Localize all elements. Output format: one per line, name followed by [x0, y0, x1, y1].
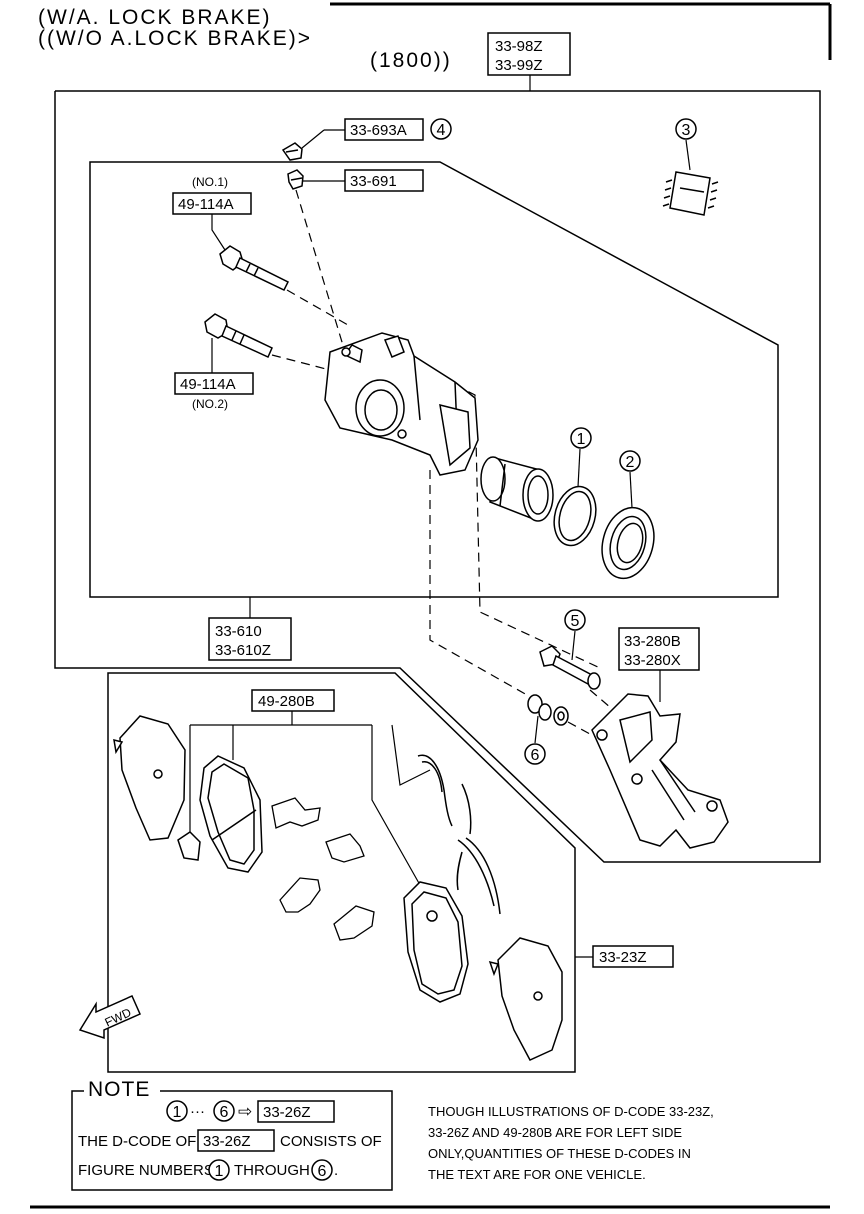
shim-clips-part — [271, 797, 375, 941]
figure-number-1[interactable]: 1 — [570, 427, 592, 449]
callout-bracket-a: 33-280B — [624, 633, 681, 650]
figure-number-5-text: 5 — [571, 613, 580, 630]
figure-number-6[interactable]: 6 — [524, 743, 546, 765]
header-line-1: (W/A. LOCK BRAKE) — [38, 6, 272, 29]
callout-bleeder-cap[interactable]: 33-693A — [344, 118, 424, 141]
callout-bracket[interactable]: 33-280B 33-280X — [618, 627, 700, 671]
figure-number-4-text: 4 — [437, 122, 446, 139]
caliper-boundary — [89, 161, 779, 598]
dust-boot-part — [601, 506, 655, 580]
assembly-boundary — [54, 90, 821, 863]
callout-bleeder-screw[interactable]: 33-691 — [344, 169, 424, 192]
clip-kit-bracket-lines — [189, 711, 431, 886]
header-line-3: (1800)) — [370, 49, 452, 72]
header-line-2: ((W/O A.LOCK BRAKE)> — [38, 27, 312, 50]
note-line3-end: . — [334, 1162, 338, 1179]
note-box: NOTE 1 ··· 6 ⇨ 33-26Z THE D-CODE OF 33-2… — [71, 1078, 393, 1191]
slide-pin-part — [539, 645, 601, 690]
note-range-to: 6 — [220, 1104, 229, 1121]
callout-clip-kit[interactable]: 49-280B — [251, 689, 335, 712]
grease-pack-part — [662, 171, 719, 216]
figure-number-3-text: 3 — [682, 122, 691, 139]
callout-bolt-no2-text: 49-114A — [180, 376, 236, 393]
figure-number-2[interactable]: 2 — [619, 450, 641, 472]
piston-part — [480, 456, 554, 522]
bleeder-screw-part — [287, 169, 304, 190]
callout-caliper[interactable]: 33-610 33-610Z — [208, 617, 292, 661]
figure-number-3[interactable]: 3 — [675, 118, 697, 140]
anti-squeal-springs-part — [417, 754, 501, 915]
leader-figure-1 — [577, 448, 581, 488]
bleeder-cap-part — [281, 142, 303, 161]
assembly-dashed-paths — [271, 189, 626, 746]
note-title: NOTE — [88, 1078, 150, 1101]
note-line3-mid: THROUGH — [234, 1162, 310, 1179]
brake-pad-inner-part — [177, 755, 263, 873]
remark-text: THOUGH ILLUSTRATIONS OF D-CODE 33-23Z, 3… — [428, 1104, 714, 1182]
note-line2-pre: THE D-CODE OF — [78, 1133, 196, 1150]
bolt-no2-tag: (NO.2) — [192, 397, 228, 411]
brake-pad-left-part — [113, 715, 186, 841]
guide-bolt-no1-part — [219, 245, 290, 291]
brake-pad-right-inner-part — [403, 881, 469, 1003]
leader-figure-3 — [685, 139, 691, 171]
callout-pad-set-text: 33-23Z — [599, 949, 647, 966]
callout-bleeder-screw-text: 33-691 — [350, 173, 397, 190]
callout-bolt-no1-text: 49-114A — [178, 196, 234, 213]
note-range-from: 1 — [173, 1104, 182, 1121]
leader-bolt-no1 — [211, 214, 226, 251]
fwd-arrow-icon: FWD — [78, 995, 141, 1040]
figure-number-2-text: 2 — [626, 454, 635, 471]
callout-assembly-b: 33-99Z — [495, 57, 543, 74]
note-range-code-box — [257, 1100, 335, 1123]
figure-number-1-text: 1 — [577, 431, 586, 448]
note-line3-to: 6 — [318, 1163, 327, 1180]
figure-number-4[interactable]: 4 — [430, 118, 452, 140]
note-line2-code: 33-26Z — [203, 1133, 251, 1150]
leader-figure-6 — [534, 715, 539, 744]
guide-bolt-no2-part — [204, 313, 273, 358]
note-line3-from: 1 — [215, 1163, 224, 1180]
note-range-arrow: ⇨ — [238, 1102, 252, 1122]
note-range-sep: ··· — [190, 1103, 205, 1120]
caliper-bracket-part — [591, 693, 729, 849]
callout-bleeder-cap-text: 33-693A — [350, 122, 407, 139]
leader-figure-2 — [629, 471, 633, 509]
callout-caliper-b: 33-610Z — [215, 642, 271, 659]
leader-figure-5 — [571, 630, 576, 661]
bolt-no1-tag: (NO.1) — [192, 175, 228, 189]
caliper-body-part — [324, 332, 479, 476]
callout-bolt-no1[interactable]: 49-114A — [172, 192, 252, 215]
note-line3-pre: FIGURE NUMBERS — [78, 1162, 214, 1179]
callout-clip-kit-text: 49-280B — [258, 693, 315, 710]
remark-line-1: THOUGH ILLUSTRATIONS OF D-CODE 33-23Z, — [428, 1104, 714, 1119]
piston-seal-part — [553, 485, 597, 547]
callout-pad-set[interactable]: 33-23Z — [592, 945, 674, 968]
callout-assembly-a: 33-98Z — [495, 38, 543, 55]
remark-line-3: ONLY,QUANTITIES OF THESE D-CODES IN — [428, 1146, 691, 1161]
leader-bleeder-cap — [301, 129, 325, 149]
bushing-part — [527, 694, 569, 726]
callout-bracket-b: 33-280X — [624, 652, 681, 669]
note-line2-post: CONSISTS OF — [280, 1133, 382, 1150]
remark-line-2: 33-26Z AND 49-280B ARE FOR LEFT SIDE — [428, 1125, 682, 1140]
figure-number-6-text: 6 — [531, 747, 540, 764]
figure-number-5[interactable]: 5 — [564, 609, 586, 631]
pad-set-boundary — [107, 672, 576, 1073]
note-range-code: 33-26Z — [263, 1104, 311, 1121]
callout-bolt-no2[interactable]: 49-114A — [174, 372, 254, 395]
remark-line-4: THE TEXT ARE FOR ONE VEHICLE. — [428, 1167, 646, 1182]
callout-assembly[interactable]: 33-98Z 33-99Z — [487, 32, 571, 76]
callout-caliper-a: 33-610 — [215, 623, 262, 640]
brake-pad-right-outer-part — [488, 937, 563, 1061]
note-line2-code-box — [197, 1129, 275, 1152]
